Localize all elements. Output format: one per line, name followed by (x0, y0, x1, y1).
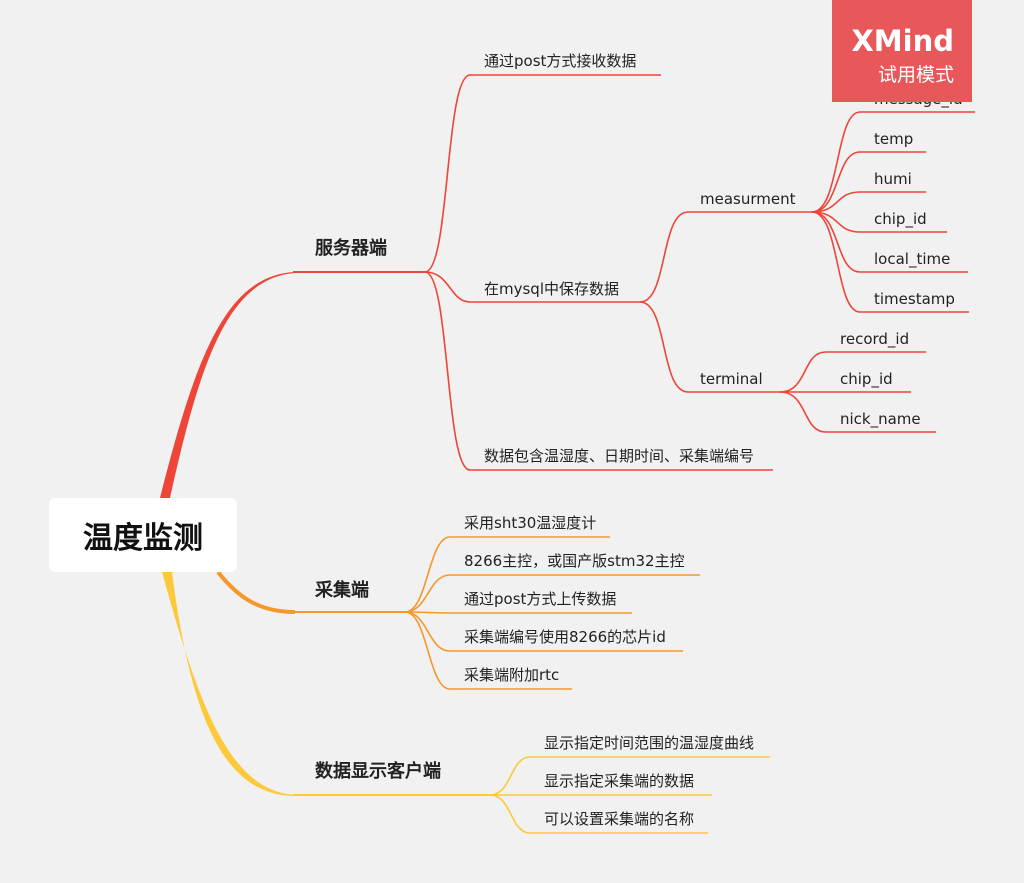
field-record-id[interactable]: record_id (840, 330, 910, 348)
field-chip-id[interactable]: chip_id (874, 210, 927, 228)
subtopic-server-receive[interactable]: 通过post方式接收数据 (484, 52, 637, 70)
root-topic[interactable]: 温度监测 (49, 498, 237, 572)
field-humi[interactable]: humi (874, 170, 912, 188)
subtopic-client-data[interactable]: 显示指定采集端的数据 (544, 772, 695, 790)
field-local-time[interactable]: local_time (874, 250, 951, 268)
connector-server-c1 (424, 74, 471, 273)
topic-server[interactable]: 服务器端 (315, 238, 387, 259)
field-terminal-chip-id[interactable]: chip_id (840, 370, 893, 388)
watermark-mode: 试用模式 (877, 64, 954, 86)
connector-root-client (162, 572, 295, 796)
root-topic-label: 温度监测 (83, 521, 203, 556)
subtopic-collector-id[interactable]: 采集端编号使用8266的芯片id (464, 628, 666, 646)
subtopic-client-rename[interactable]: 可以设置采集端的名称 (544, 810, 695, 828)
table-terminal[interactable]: terminal (700, 370, 763, 388)
subtopic-collector-rtc[interactable]: 采集端附加rtc (464, 666, 560, 684)
connector-server-c3 (424, 271, 471, 471)
field-timestamp[interactable]: timestamp (874, 290, 955, 308)
connector-server-c2 (424, 271, 471, 303)
topic-client[interactable]: 数据显示客户端 (315, 761, 441, 782)
subtopic-collector-upload[interactable]: 通过post方式上传数据 (464, 590, 617, 608)
table-measurment[interactable]: measurment (700, 190, 796, 208)
subtopic-server-payload[interactable]: 数据包含温湿度、日期时间、采集端编号 (484, 447, 755, 465)
watermark-brand: XMind (851, 24, 954, 58)
subtopic-client-curve[interactable]: 显示指定时间范围的温湿度曲线 (544, 734, 755, 752)
connector-root-collector (216, 570, 296, 614)
topic-collector[interactable]: 采集端 (315, 580, 369, 601)
subtopic-collector-sensor[interactable]: 采用sht30温湿度计 (464, 514, 597, 532)
field-temp[interactable]: temp (874, 130, 914, 148)
xmind-trial-watermark: XMind 试用模式 (832, 0, 972, 102)
subtopic-collector-mcu[interactable]: 8266主控，或国产版stm32主控 (464, 552, 685, 570)
field-nick-name[interactable]: nick_name (840, 410, 921, 428)
connector-root-server (160, 272, 295, 498)
subtopic-server-mysql[interactable]: 在mysql中保存数据 (484, 280, 619, 298)
